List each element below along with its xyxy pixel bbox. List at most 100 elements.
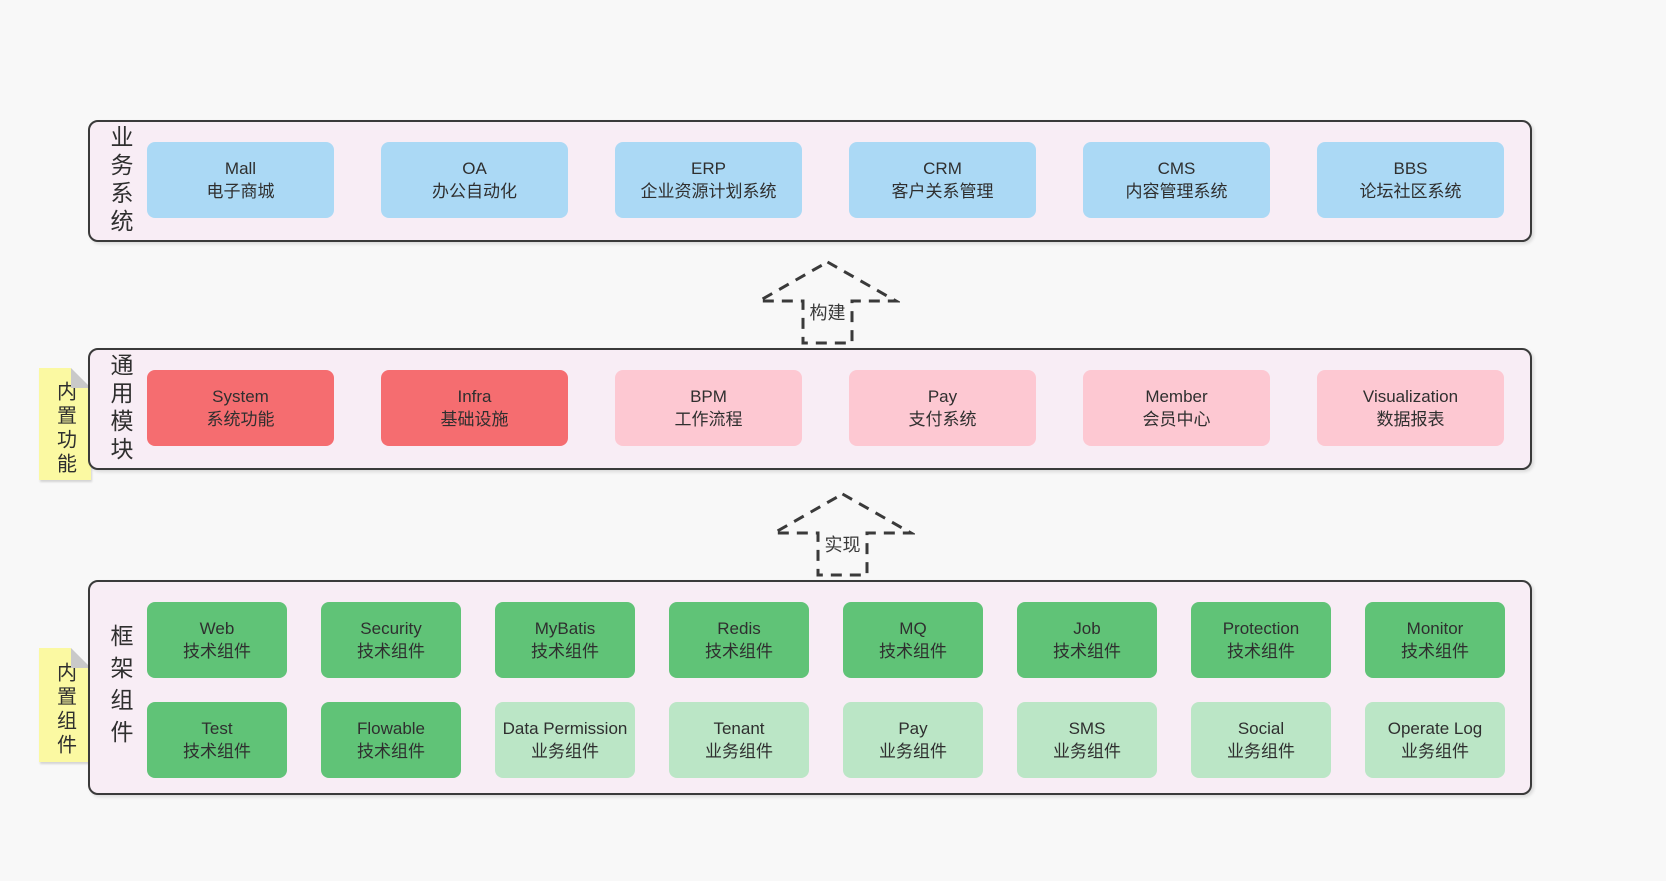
box-title: Mall <box>224 159 257 178</box>
box-subtitle: 业务组件 <box>705 742 773 761</box>
box-title: CMS <box>1157 159 1196 178</box>
box-subtitle: 基础设施 <box>440 410 509 429</box>
box-subtitle: 客户关系管理 <box>891 182 994 201</box>
box-member: Member 会员中心 <box>1083 370 1270 446</box>
box-title: Visualization <box>1362 387 1459 406</box>
box-title: Pay <box>898 719 928 738</box>
business-systems-row: Mall 电子商城 OA 办公自动化 ERP 企业资源计划系统 CRM 客户关系… <box>147 142 1504 218</box>
box-subtitle: 技术组件 <box>879 642 947 661</box>
box-subtitle: 业务组件 <box>879 742 947 761</box>
box-job: Job 技术组件 <box>1017 602 1157 678</box>
box-subtitle: 支付系统 <box>908 410 977 429</box>
box-subtitle: 系统功能 <box>206 410 275 429</box>
box-title: MyBatis <box>534 619 596 638</box>
box-subtitle: 论坛社区系统 <box>1359 182 1462 201</box>
box-pay-component: Pay 业务组件 <box>843 702 983 778</box>
box-subtitle: 技术组件 <box>1401 642 1469 661</box>
box-cms: CMS 内容管理系统 <box>1083 142 1270 218</box>
box-mall: Mall 电子商城 <box>147 142 334 218</box>
box-subtitle: 技术组件 <box>531 642 599 661</box>
box-title: BPM <box>690 387 727 406</box>
box-title: Web <box>199 619 235 638</box>
builtin-components-note-label: 内置组件 <box>53 662 76 758</box>
box-erp: ERP 企业资源计划系统 <box>615 142 802 218</box>
implement-arrow-icon: 实现 <box>770 489 915 578</box>
box-web: Web 技术组件 <box>147 602 287 678</box>
box-subtitle: 技术组件 <box>1053 642 1121 661</box>
box-bbs: BBS 论坛社区系统 <box>1317 142 1504 218</box>
box-mq: MQ 技术组件 <box>843 602 983 678</box>
box-subtitle: 会员中心 <box>1142 410 1211 429</box>
box-flowable: Flowable 技术组件 <box>321 702 461 778</box>
framework-components-container: 框架组件 Web 技术组件 Security 技术组件 MyBatis 技术组件… <box>88 580 1532 795</box>
box-system: System 系统功能 <box>147 370 334 446</box>
box-title: Test <box>201 719 233 738</box>
box-title: Redis <box>717 619 761 638</box>
box-subtitle: 技术组件 <box>1227 642 1295 661</box>
common-modules-container: 通用模块 System 系统功能 Infra 基础设施 BPM 工作流程 Pay… <box>88 348 1532 470</box>
box-title: BBS <box>1393 159 1428 178</box>
builtin-functions-note: 内置功能 <box>39 368 91 480</box>
box-title: Social <box>1237 719 1285 738</box>
box-title: Protection <box>1222 619 1300 638</box>
box-title: Data Permission <box>502 719 628 738</box>
builtin-functions-note-label: 内置功能 <box>53 381 76 477</box>
up-arrow-icon <box>755 260 900 345</box>
box-monitor: Monitor 技术组件 <box>1365 602 1505 678</box>
box-pay-system: Pay 支付系统 <box>849 370 1036 446</box>
framework-row-2: Test 技术组件 Flowable 技术组件 Data Permission … <box>147 702 1505 778</box>
box-subtitle: 工作流程 <box>674 410 743 429</box>
builtin-components-note: 内置组件 <box>39 648 91 762</box>
box-title: Member <box>1145 387 1208 406</box>
box-data-permission: Data Permission 业务组件 <box>495 702 635 778</box>
box-crm: CRM 客户关系管理 <box>849 142 1036 218</box>
box-title: OA <box>462 159 487 178</box>
box-title: ERP <box>691 159 726 178</box>
box-title: Pay <box>927 387 958 406</box>
box-title: Flowable <box>356 719 426 738</box>
business-systems-label: 业务系统 <box>107 125 133 237</box>
box-subtitle: 企业资源计划系统 <box>640 182 777 201</box>
box-subtitle: 技术组件 <box>357 642 425 661</box>
build-arrow-label: 构建 <box>806 299 849 325</box>
box-oa: OA 办公自动化 <box>381 142 568 218</box>
box-subtitle: 内容管理系统 <box>1125 182 1228 201</box>
up-arrow-icon <box>770 492 915 577</box>
box-protection: Protection 技术组件 <box>1191 602 1331 678</box>
box-redis: Redis 技术组件 <box>669 602 809 678</box>
box-title: Infra <box>457 387 492 406</box>
box-subtitle: 技术组件 <box>705 642 773 661</box>
box-subtitle: 业务组件 <box>1401 742 1469 761</box>
box-social: Social 业务组件 <box>1191 702 1331 778</box>
box-title: Tenant <box>713 719 765 738</box>
box-subtitle: 业务组件 <box>1227 742 1295 761</box>
box-subtitle: 技术组件 <box>183 742 251 761</box>
box-title: CRM <box>923 159 962 178</box>
box-subtitle: 办公自动化 <box>432 182 517 201</box>
box-subtitle: 技术组件 <box>357 742 425 761</box>
box-security: Security 技术组件 <box>321 602 461 678</box>
box-title: MQ <box>899 619 927 638</box>
box-title: SMS <box>1068 719 1106 738</box>
framework-components-label: 框架组件 <box>107 623 133 752</box>
box-title: Monitor <box>1406 619 1464 638</box>
business-systems-container: 业务系统 Mall 电子商城 OA 办公自动化 ERP 企业资源计划系统 CRM… <box>88 120 1532 242</box>
box-infra: Infra 基础设施 <box>381 370 568 446</box>
implement-arrow-label: 实现 <box>821 531 864 557</box>
build-arrow-icon: 构建 <box>755 257 900 346</box>
box-subtitle: 业务组件 <box>1053 742 1121 761</box>
box-subtitle: 技术组件 <box>183 642 251 661</box>
box-title: System <box>212 387 269 406</box>
box-subtitle: 数据报表 <box>1376 410 1445 429</box>
framework-row-1: Web 技术组件 Security 技术组件 MyBatis 技术组件 Redi… <box>147 602 1505 678</box>
box-title: Job <box>1073 619 1101 638</box>
box-operate-log: Operate Log 业务组件 <box>1365 702 1505 778</box>
common-modules-row: System 系统功能 Infra 基础设施 BPM 工作流程 Pay 支付系统… <box>147 370 1504 446</box>
box-test: Test 技术组件 <box>147 702 287 778</box>
box-subtitle: 电子商城 <box>206 182 275 201</box>
box-sms: SMS 业务组件 <box>1017 702 1157 778</box>
box-subtitle: 业务组件 <box>531 742 599 761</box>
box-tenant: Tenant 业务组件 <box>669 702 809 778</box>
box-visualization: Visualization 数据报表 <box>1317 370 1504 446</box>
